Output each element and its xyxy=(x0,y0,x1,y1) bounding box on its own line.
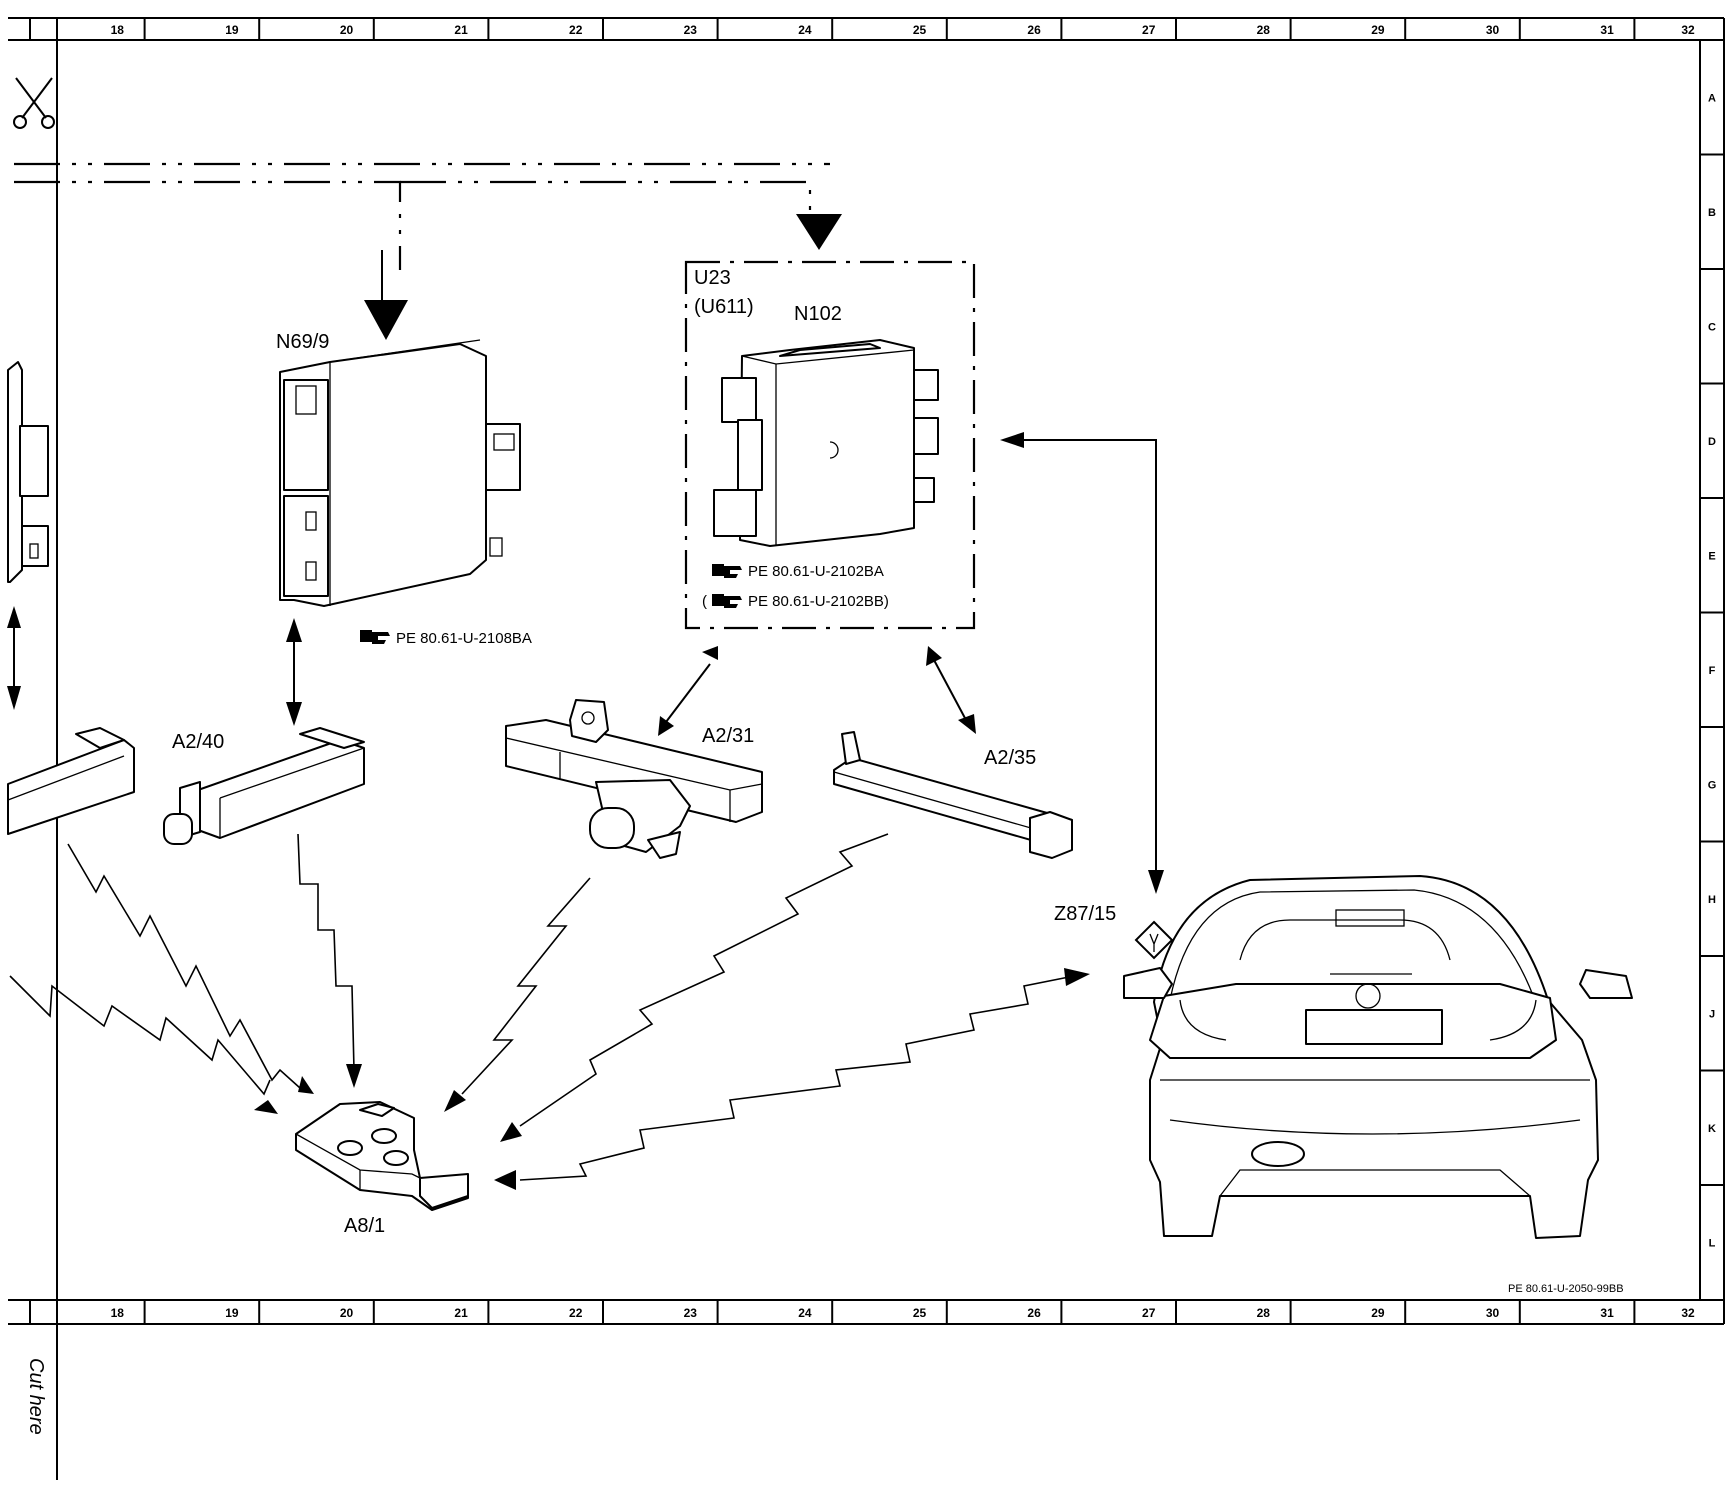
column-dividers xyxy=(143,18,1636,1324)
column-number: 30 xyxy=(1486,23,1500,37)
column-number: 23 xyxy=(684,23,698,37)
row-letter: B xyxy=(1708,207,1716,219)
row-letter: L xyxy=(1709,1237,1716,1249)
u611-label: (U611) xyxy=(694,296,754,318)
column-number: 20 xyxy=(340,23,354,37)
row-dividers xyxy=(1700,153,1724,1186)
drawing-reference: PE 80.61-U-2050-99BB xyxy=(1508,1283,1624,1295)
link-n102-to-a2-35 xyxy=(926,646,976,734)
cut-here-label: Cut here xyxy=(25,1358,47,1435)
svg-text:(: ( xyxy=(702,593,707,610)
row-letters: A B C D E F G H J K L xyxy=(1708,92,1717,1249)
u23-label: U23 xyxy=(694,267,731,289)
column-number: 22 xyxy=(569,1306,583,1320)
column-number: 25 xyxy=(913,23,927,37)
row-letter: K xyxy=(1708,1123,1716,1135)
column-number: 31 xyxy=(1600,23,1614,37)
column-number: 28 xyxy=(1257,1306,1271,1320)
column-numbers-bottom: 18 19 20 21 22 23 24 25 26 27 28 29 30 31 32 xyxy=(111,1306,1695,1320)
sheet-frame xyxy=(8,17,1725,1480)
column-number: 32 xyxy=(1681,23,1695,37)
link-n102-to-a2-31 xyxy=(658,646,718,736)
arrow-to-n69-9 xyxy=(364,300,408,340)
column-number: 29 xyxy=(1371,1306,1385,1320)
column-number: 20 xyxy=(340,1306,354,1320)
column-numbers-top: 18 19 20 21 22 23 24 25 26 27 28 29 30 31 32 xyxy=(111,23,1695,37)
column-number: 21 xyxy=(454,1306,468,1320)
can-bus-lines xyxy=(14,162,830,300)
n102-label: N102 xyxy=(794,303,842,325)
column-number: 31 xyxy=(1600,1306,1614,1320)
column-number: 19 xyxy=(225,23,239,37)
radio-signal-left-2 xyxy=(67,843,314,1094)
row-letter: H xyxy=(1708,894,1716,906)
z87-15-label: Z87/15 xyxy=(1054,903,1116,925)
link-n102-to-z87-15 xyxy=(1000,432,1164,894)
column-number: 24 xyxy=(798,23,812,37)
arrow-to-n102 xyxy=(796,214,842,250)
partial-antenna-left xyxy=(7,727,135,835)
column-number: 18 xyxy=(111,23,125,37)
row-letter: C xyxy=(1708,321,1716,333)
column-number: 22 xyxy=(569,23,583,37)
a2-35-label: A2/35 xyxy=(984,747,1036,769)
u23-boundary xyxy=(684,260,976,630)
svg-text:PE 80.61-U-2108BA: PE 80.61-U-2108BA xyxy=(396,630,532,647)
svg-text:PE 80.61-U-2102BA: PE 80.61-U-2102BA xyxy=(748,563,884,580)
row-letter: F xyxy=(1709,665,1716,677)
a2-31-antenna xyxy=(505,699,763,859)
svg-text:PE 80.61-U-2102BB): PE 80.61-U-2102BB) xyxy=(748,593,889,610)
row-letter: A xyxy=(1708,92,1716,104)
radio-signal-a2-35-to-key xyxy=(500,833,889,1142)
diagnostic-connector-symbol xyxy=(1134,920,1174,960)
a8-1-label: A8/1 xyxy=(344,1215,385,1237)
column-number: 21 xyxy=(454,23,468,37)
n102-control-unit xyxy=(713,339,939,547)
pointing-hand-icon xyxy=(712,594,742,608)
a2-40-antenna xyxy=(163,727,365,845)
radio-signal-a2-31-to-key xyxy=(444,877,591,1112)
row-letter: G xyxy=(1708,779,1717,791)
column-number: 26 xyxy=(1027,1306,1041,1320)
column-number: 32 xyxy=(1681,1306,1695,1320)
n102-reference-a: PE 80.61-U-2102BA xyxy=(712,563,884,580)
scissors-icon xyxy=(13,77,55,129)
link-n69-9-to-a2-40 xyxy=(286,618,302,726)
n69-9-reference: PE 80.61-U-2108BA xyxy=(360,630,532,647)
n102-reference-b: ( PE 80.61-U-2102BB) xyxy=(702,593,889,610)
column-number: 23 xyxy=(684,1306,698,1320)
column-number: 24 xyxy=(798,1306,812,1320)
pointing-hand-icon xyxy=(360,630,390,644)
column-number: 27 xyxy=(1142,23,1156,37)
a2-31-label: A2/31 xyxy=(702,725,754,747)
column-number: 29 xyxy=(1371,23,1385,37)
row-letter: E xyxy=(1708,550,1715,562)
column-number: 28 xyxy=(1257,23,1271,37)
row-letter: J xyxy=(1709,1008,1715,1020)
column-number: 19 xyxy=(225,1306,239,1320)
z87-15-vehicle-rear-view xyxy=(1123,875,1633,1239)
radio-signal-vehicle-to-key xyxy=(494,968,1090,1190)
pointing-hand-icon xyxy=(712,564,742,578)
partial-control-unit-left xyxy=(7,361,49,583)
n69-9-control-unit xyxy=(279,339,521,607)
column-number: 18 xyxy=(111,1306,125,1320)
row-letter: D xyxy=(1708,436,1716,448)
a2-35-antenna xyxy=(833,731,1073,859)
n69-9-label: N69/9 xyxy=(276,331,329,353)
column-number: 25 xyxy=(913,1306,927,1320)
double-arrow-left-edge xyxy=(7,606,21,710)
column-number: 26 xyxy=(1027,23,1041,37)
a2-40-label: A2/40 xyxy=(172,731,224,753)
radio-signal-left-1 xyxy=(9,975,278,1114)
radio-signal-a2-40-to-key xyxy=(297,833,362,1088)
a8-1-transmitter-key xyxy=(295,1101,469,1211)
column-number: 27 xyxy=(1142,1306,1156,1320)
column-number: 30 xyxy=(1486,1306,1500,1320)
